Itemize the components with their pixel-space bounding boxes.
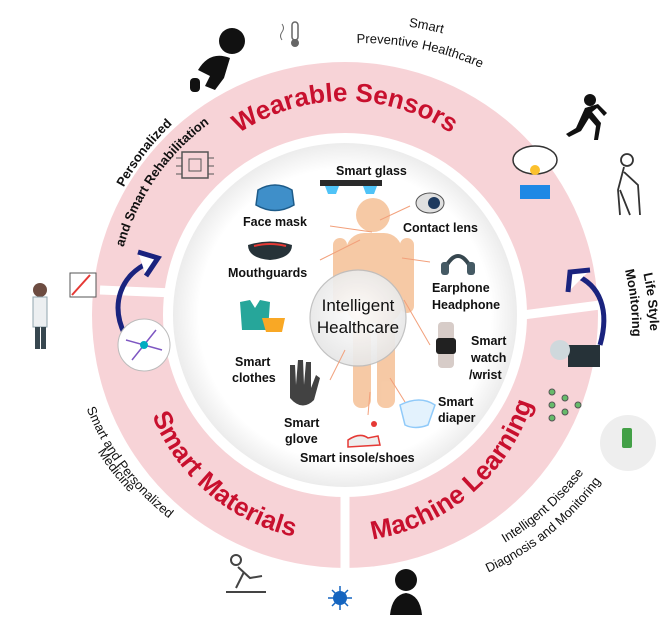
smart-glove-icon (290, 360, 320, 406)
running-person-icon (566, 94, 607, 140)
label-smart-glove-line2: glove (285, 432, 318, 446)
face-mask-icon (255, 184, 295, 212)
virus-icon (328, 586, 352, 610)
label-contact-lens: Contact lens (403, 221, 478, 235)
smart-watch-icon (436, 322, 456, 368)
smart-glass-icon (320, 180, 382, 194)
elderly-person-icon (617, 153, 641, 216)
doctor-presentation-icon (32, 272, 97, 349)
label-smart-diaper-line1: Smart (438, 395, 474, 409)
label-earphone: Earphone (432, 281, 490, 295)
arrow-left (115, 249, 162, 337)
label-face-mask: Face mask (243, 215, 307, 229)
label-smart-watch-line3: /wrist (469, 368, 502, 382)
label-smart-glass: Smart glass (336, 164, 407, 178)
smart-diaper-icon (399, 399, 436, 429)
phone-hand-icon (600, 415, 656, 471)
center-circle (309, 269, 407, 367)
molecule-network-icon (117, 318, 171, 372)
temperature-icon (280, 21, 299, 47)
falling-person-icon (226, 554, 266, 593)
label-smart-preventive-line1: Smart (408, 15, 446, 37)
monitor-brain-icon (550, 340, 600, 367)
crawling-baby-icon (190, 28, 245, 92)
center-title-line1: Intelligent (322, 296, 395, 315)
label-life-style-line2: Monitoring (622, 267, 644, 336)
arrow-right (565, 267, 607, 346)
label-headphone: Headphone (432, 298, 500, 312)
connector-lines (319, 205, 431, 416)
label-smart-clothes-line2: clothes (232, 371, 276, 385)
cpu-chip-icon (176, 151, 214, 179)
center-title-line2: Healthcare (317, 318, 399, 337)
label-smart-insole: Smart insole/shoes (300, 451, 415, 465)
headphone-icon (441, 254, 475, 275)
label-smart-diaper-line2: diaper (438, 411, 476, 425)
smart-clothes-icon (240, 300, 285, 332)
doctor-female-icon (390, 569, 422, 615)
cloud-brain-icon (512, 145, 558, 199)
contact-lens-icon (415, 192, 445, 214)
mouthguard-icon (248, 241, 292, 260)
label-smart-watch-line1: Smart (471, 334, 507, 348)
label-mouthguards: Mouthguards (228, 266, 307, 280)
device-labels: Smart glass Face mask Contact lens Mouth… (228, 164, 507, 465)
label-smart-clothes-line1: Smart (235, 355, 271, 369)
label-smart-watch-line2: watch (470, 351, 506, 365)
label-smart-glove-line1: Smart (284, 416, 320, 430)
smart-shoe-icon (347, 421, 381, 448)
neural-network-icon (548, 388, 582, 422)
